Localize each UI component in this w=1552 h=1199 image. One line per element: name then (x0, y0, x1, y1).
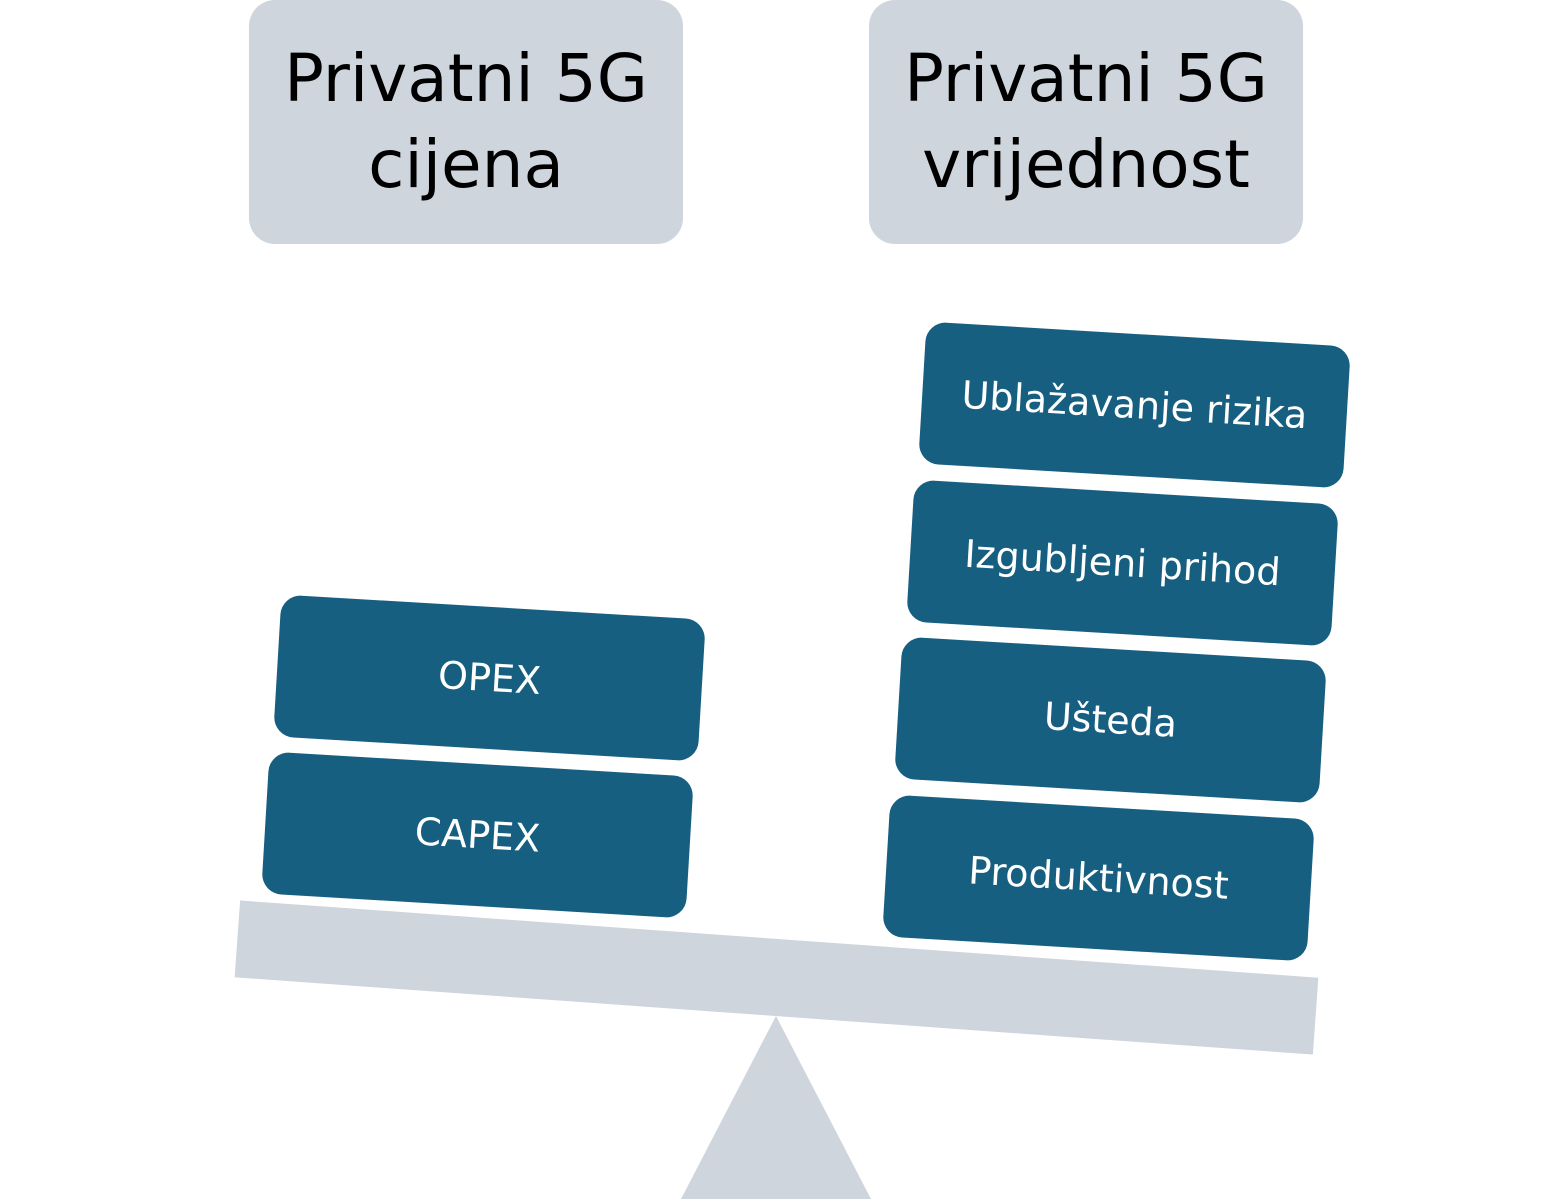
block-savings-label: Ušteda (1042, 694, 1179, 746)
header-price: Privatni 5G cijena (249, 0, 683, 244)
block-opex: OPEX (273, 594, 706, 762)
block-capex: CAPEX (261, 751, 694, 919)
block-capex-label: CAPEX (413, 809, 542, 861)
scale-fulcrum (681, 1016, 871, 1199)
block-savings: Ušteda (894, 636, 1327, 804)
header-price-label: Privatni 5G cijena (284, 40, 648, 203)
block-productivity-label: Produktivnost (967, 848, 1230, 908)
block-lost-revenue: Izgubljeni prihod (906, 479, 1339, 647)
block-opex-label: OPEX (436, 652, 543, 704)
header-value-label: Privatni 5G vrijednost (904, 40, 1268, 203)
block-risk-mitigation: Ublažavanje rizika (918, 321, 1351, 489)
header-value: Privatni 5G vrijednost (869, 0, 1303, 244)
block-productivity: Produktivnost (882, 794, 1315, 962)
block-risk-mitigation-label: Ublažavanje rizika (960, 372, 1309, 438)
block-lost-revenue-label: Izgubljeni prihod (963, 531, 1282, 595)
